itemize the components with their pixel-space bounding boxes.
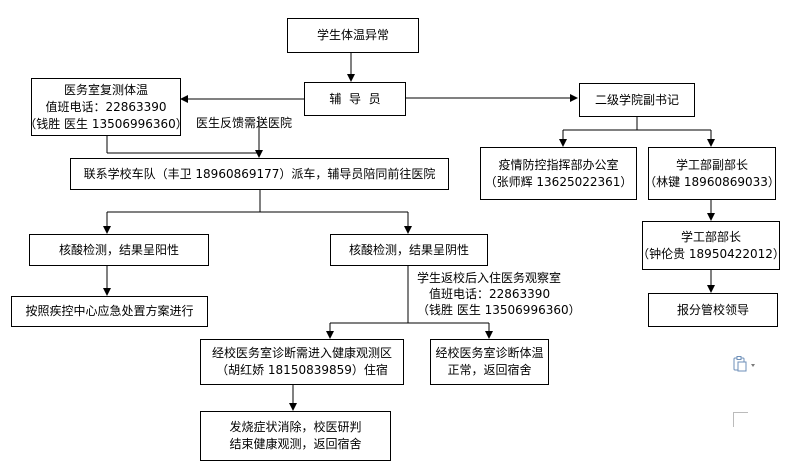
- node-label: 核酸检测，结果呈阳性: [58, 242, 179, 257]
- node-line: （钱胜 医生 13506996360）: [24, 116, 188, 131]
- node-line: 医务室复测体温: [63, 82, 148, 97]
- node-line: 结束健康观测，返回宿舍: [229, 437, 362, 451]
- node-line: 发烧症状消除，校医研判: [229, 420, 362, 434]
- label-line: 学生返校后入住医务观察室: [417, 271, 562, 285]
- label-line: （钱胜 医生 13506996360）: [417, 303, 581, 317]
- page-corner-mark: [733, 412, 748, 427]
- node-line: 正常，返回宿舍: [447, 363, 532, 377]
- paste-options-glyph: [733, 356, 755, 372]
- node-line: （钟伦贵 18950422012）: [637, 246, 785, 261]
- node-label: 联系学校车队（丰卫 18960869177）派车，辅导员陪同前往医院: [83, 166, 436, 181]
- node-label: 二级学院副书记: [594, 92, 679, 107]
- node-line: （林键 18960869033）: [644, 174, 780, 189]
- node-deputy-secretary: 二级学院副书记: [579, 83, 695, 117]
- node-label: 学生体温异常: [316, 28, 389, 42]
- node-line: 疫情防控指挥部办公室: [498, 157, 619, 172]
- node-normal-return: 经校医务室诊断体温 正常，返回宿舍: [430, 339, 549, 385]
- node-line: 学工部副部长: [675, 157, 748, 172]
- node-line: 学工部部长: [680, 229, 741, 244]
- label-line: 值班电话：22863390: [429, 287, 551, 301]
- label-doctor-feedback: 医生反馈需送医院: [196, 115, 292, 132]
- label-return-observation: 学生返校后入住医务观察室 值班电话：22863390 （钱胜 医生 135069…: [417, 270, 581, 318]
- node-abnormal-temperature: 学生体温异常: [287, 18, 419, 53]
- node-label: 按照疾控中心应急处置方案进行: [25, 304, 194, 318]
- label-text: 医生反馈需送医院: [196, 116, 293, 130]
- node-epidemic-office: 疫情防控指挥部办公室 （张师辉 13625022361）: [480, 147, 637, 200]
- node-director: 学工部部长 （钟伦贵 18950422012）: [637, 221, 785, 270]
- node-label: 核酸检测，结果呈阴性: [348, 242, 469, 257]
- node-label: 报分管校领导: [676, 302, 749, 317]
- node-line: （张师辉 13625022361）: [484, 174, 633, 189]
- node-line: 经校医务室诊断需进入健康观测区: [211, 346, 392, 360]
- paste-options-icon[interactable]: [731, 356, 759, 374]
- node-positive-result: 核酸检测，结果呈阳性: [29, 234, 209, 266]
- node-label: 辅 导 员: [329, 91, 381, 106]
- node-end-observation: 发烧症状消除，校医研判 结束健康观测，返回宿舍: [200, 411, 391, 461]
- node-line: 值班电话：22863390: [45, 99, 167, 114]
- node-vice-director: 学工部副部长 （林键 18960869033）: [644, 147, 780, 200]
- node-observation-zone: 经校医务室诊断需进入健康观测区 （胡红娇 18150839859）住宿: [200, 339, 404, 385]
- node-report-leader: 报分管校领导: [648, 293, 778, 327]
- node-line: 经校医务室诊断体温: [435, 346, 544, 360]
- node-counselor: 辅 导 员: [304, 82, 406, 116]
- node-school-car: 联系学校车队（丰卫 18960869177）派车，辅导员陪同前往医院: [70, 158, 449, 190]
- node-cdc-plan: 按照疾控中心应急处置方案进行: [11, 296, 208, 327]
- node-negative-result: 核酸检测，结果呈阴性: [330, 234, 488, 266]
- node-medical-recheck: 医务室复测体温 值班电话：22863390 （钱胜 医生 13506996360…: [24, 78, 188, 136]
- node-line: （胡红娇 18150839859）住宿: [216, 363, 388, 377]
